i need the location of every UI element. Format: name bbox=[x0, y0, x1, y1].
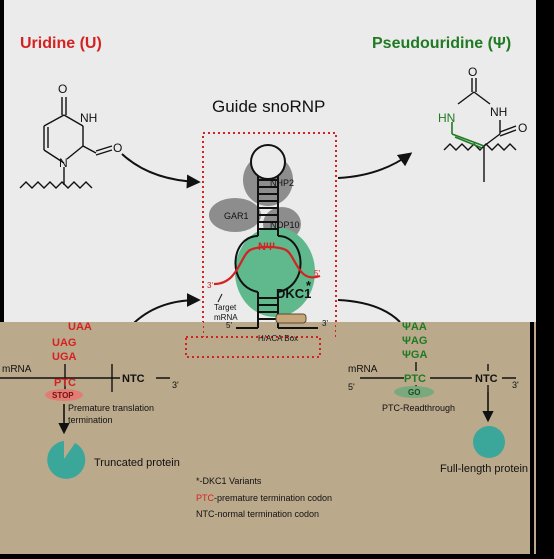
left-outcome-line2: termination bbox=[68, 415, 113, 425]
pseudouridine-green-bonds bbox=[451, 122, 485, 149]
stop-label: STOP bbox=[52, 391, 74, 400]
left-outcome-line1: Premature translation bbox=[68, 403, 154, 413]
right-ptc-label: PTC bbox=[404, 373, 426, 385]
right-divider bbox=[530, 322, 534, 554]
snorna-3prime: 3' bbox=[322, 319, 328, 328]
protein-blob-gar1 bbox=[209, 198, 261, 232]
bottom-left-region bbox=[0, 322, 203, 554]
legend-ptc-line: PTC-premature termination codon bbox=[196, 493, 332, 503]
go-label: GO bbox=[408, 388, 420, 397]
hairpin-stem bbox=[257, 176, 279, 236]
go-badge bbox=[394, 386, 434, 398]
nop10-label: NOP10 bbox=[270, 220, 300, 230]
mrna-end-left: 3' bbox=[207, 281, 213, 290]
target-mrna-strand bbox=[213, 245, 321, 286]
legend-ntc-line: NTC-normal termination codon bbox=[196, 509, 319, 519]
bottom-middle-region bbox=[203, 337, 336, 554]
right-mrna-label: mRNA bbox=[348, 364, 378, 375]
left-edge-bar bbox=[0, 0, 4, 322]
right-ntc-bg bbox=[472, 371, 502, 385]
snornp-box-bottom-mask bbox=[186, 337, 319, 357]
uridine-o-top: O bbox=[58, 82, 67, 96]
psi-site-label: NΨ bbox=[258, 241, 275, 253]
haca-box-label: H/ACA Box bbox=[258, 334, 298, 343]
hairpin-loop bbox=[250, 144, 286, 180]
arrow-uridine-to-snornp bbox=[121, 153, 201, 189]
right-edge-bar bbox=[536, 322, 554, 554]
stop-badge bbox=[45, 389, 83, 401]
right-3prime: 3' bbox=[512, 380, 519, 390]
truncated-protein-shape bbox=[47, 441, 86, 479]
pseudouridylation-pocket bbox=[234, 235, 302, 293]
full-length-protein-label: Full-length protein bbox=[440, 463, 528, 475]
right-5prime: 5' bbox=[348, 382, 355, 392]
dkc1-label: DKC1 bbox=[276, 286, 311, 301]
left-mrna-label: mRNA bbox=[2, 364, 32, 375]
uridine-n: N bbox=[59, 156, 68, 170]
right-ptc-bg bbox=[404, 371, 430, 385]
left-3prime: 3' bbox=[172, 380, 179, 390]
target-label-line1: Target bbox=[214, 303, 237, 312]
target-mrna-label: Target mRNA bbox=[214, 303, 238, 322]
haca-box bbox=[275, 313, 307, 324]
legend-variant-note: *-DKC1 Variants bbox=[196, 476, 262, 486]
uridine-title: Uridine (U) bbox=[20, 35, 102, 52]
uridine-structure bbox=[19, 97, 113, 189]
protein-blob-dkc1 bbox=[235, 227, 315, 317]
codon-psi-aa: ΨAA bbox=[402, 321, 427, 333]
legend-ntc-text: -normal termination codon bbox=[215, 509, 320, 519]
codon-psi-ga: ΨGA bbox=[402, 349, 427, 361]
right-ntc-label: NTC bbox=[475, 373, 498, 385]
nhp2-label: NHP2 bbox=[270, 178, 294, 188]
truncated-protein-label: Truncated protein bbox=[94, 457, 180, 469]
right-outcome: PTC-Readthrough bbox=[382, 403, 455, 413]
codon-uag: UAG bbox=[52, 337, 76, 349]
pseudouridine-o-top: O bbox=[468, 65, 477, 79]
legend-ptc-abbr: PTC bbox=[196, 493, 215, 503]
pseudouridine-o-right: O bbox=[518, 121, 527, 135]
arrow-snornp-to-pseudouridine bbox=[337, 152, 413, 179]
pseudouridine-hn: HN bbox=[438, 111, 455, 125]
left-ntc-bg bbox=[120, 371, 156, 385]
legend-ptc-text: -premature termination codon bbox=[214, 493, 332, 503]
dkc1-variant-asterisk: * bbox=[306, 278, 312, 293]
pseudouridine-title: Pseudouridine (Ψ) bbox=[372, 35, 511, 52]
gar1-label: GAR1 bbox=[224, 211, 249, 221]
arrow-from-snornp-bottom bbox=[337, 299, 401, 323]
codon-uaa: UAA bbox=[68, 321, 92, 333]
target-pointer bbox=[217, 293, 223, 303]
codon-uga: UGA bbox=[52, 351, 77, 363]
uridine-nh: NH bbox=[80, 111, 97, 125]
legend-ntc-abbr: NTC bbox=[196, 509, 215, 519]
target-label-line2: mRNA bbox=[214, 313, 238, 322]
uridine-o-right: O bbox=[113, 141, 122, 155]
guide-snornp-title: Guide snoRNP bbox=[212, 97, 325, 116]
left-ntc-label: NTC bbox=[122, 373, 145, 385]
snornp-box-offset-bottom bbox=[185, 336, 321, 358]
full-length-protein-shape bbox=[473, 426, 505, 458]
pseudouridine-structure bbox=[443, 78, 517, 182]
codon-psi-ag: ΨAG bbox=[402, 335, 427, 347]
bottom-right-region bbox=[336, 322, 536, 554]
pseudouridine-nh: NH bbox=[490, 105, 507, 119]
snorna-5prime: 5' bbox=[226, 321, 232, 330]
mrna-end-right: 5' bbox=[314, 269, 320, 278]
left-ptc-label: PTC bbox=[54, 377, 76, 389]
